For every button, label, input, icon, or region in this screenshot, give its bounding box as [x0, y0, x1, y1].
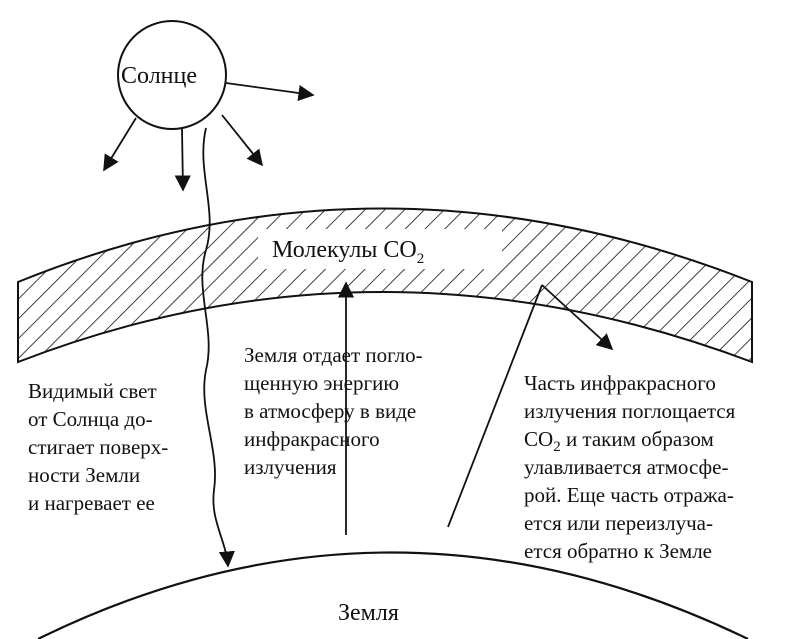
- caption-line: щенную энергию: [244, 371, 399, 395]
- atmosphere-co2-band: [17, 207, 753, 364]
- caption-line: излучения поглощается: [524, 399, 736, 423]
- caption-visible-light: Видимый свет от Солнца до- стигает повер…: [28, 379, 174, 515]
- caption-line: Земля отдает погло-: [244, 343, 423, 367]
- caption-line: ется обратно к Земле: [524, 539, 712, 563]
- caption-line: и нагревает ее: [28, 491, 155, 515]
- sun-ray-arrow: [221, 114, 264, 167]
- visible-light-wavy-arrow: [201, 127, 235, 568]
- caption-line: стигает поверх-: [28, 435, 168, 459]
- caption-line: улавливается атмосфе-: [524, 455, 728, 479]
- sun-label: Солнце: [121, 63, 197, 89]
- sun-circle: [117, 20, 227, 130]
- caption-line: в атмосферу в виде: [244, 399, 416, 423]
- caption-line: Видимый свет: [28, 379, 157, 403]
- infrared-reflected-arrow: [541, 284, 614, 351]
- caption-line: излучения: [244, 455, 337, 479]
- earth-label: Земля: [338, 600, 399, 626]
- infrared-slanted-line: [447, 284, 543, 528]
- caption-line: ности Земли: [28, 463, 140, 487]
- atmosphere-label-background: [258, 229, 502, 269]
- caption-line-co2: CO: [524, 427, 553, 451]
- sun-ray-arrow: [225, 82, 315, 102]
- caption-line: Часть инфракрасного: [524, 371, 716, 395]
- sun-ray-arrow: [174, 128, 191, 192]
- earth-shape: [37, 551, 749, 639]
- caption-line: инфракрасного: [244, 427, 380, 451]
- atmosphere-label: Молекулы CO2: [272, 237, 424, 267]
- caption-infrared-emission: Земля отдает погло- щенную энергию в атм…: [244, 343, 428, 479]
- caption-line: ется или переизлуча-: [524, 511, 713, 535]
- sun-ray-arrow: [103, 117, 137, 172]
- caption-infrared-absorption: Часть инфракрасного излучения поглощаетс…: [524, 371, 741, 563]
- caption-line: от Солнца до-: [28, 407, 153, 431]
- caption-line: рой. Еще часть отража-: [524, 483, 734, 507]
